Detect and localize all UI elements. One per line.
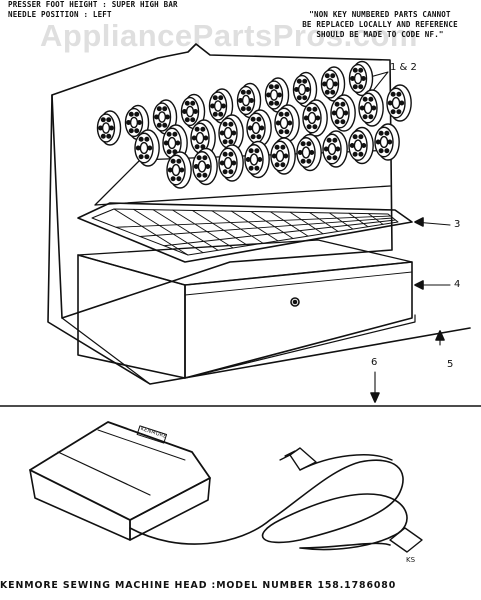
cam-disc xyxy=(348,126,374,165)
cam-disc xyxy=(244,140,270,179)
tray-divider xyxy=(211,210,264,244)
note-non-key-3: SHOULD BE MADE TO CODE NF." xyxy=(316,30,444,39)
cam-disc xyxy=(348,60,374,97)
note-needle-position: NEEDLE POSITION : LEFT xyxy=(8,10,112,19)
corner-mark: KS xyxy=(406,556,416,564)
box-knob xyxy=(290,297,300,307)
box-lid-seam xyxy=(184,271,413,296)
cam-disc xyxy=(296,133,322,172)
tray-divider xyxy=(270,211,309,237)
foot-control-side xyxy=(129,477,211,541)
cam-disc xyxy=(274,104,300,142)
case-floor-edge xyxy=(61,317,151,385)
foot-control-front xyxy=(29,469,131,541)
foot-control-top xyxy=(29,421,211,521)
power-cord xyxy=(129,459,408,551)
case-back-panel xyxy=(51,43,393,319)
callout-box: 4 xyxy=(454,279,461,290)
cam-disc xyxy=(218,144,244,182)
tray-divider xyxy=(250,211,294,239)
cam-disc xyxy=(322,130,348,168)
tray-divider xyxy=(230,210,279,242)
tray-divider xyxy=(348,212,369,228)
box-front xyxy=(77,254,186,379)
tray-divider xyxy=(309,212,339,232)
cord-plug xyxy=(289,447,317,471)
cam-disc xyxy=(330,94,356,132)
cam-disc xyxy=(236,82,262,119)
cam-disc xyxy=(246,109,272,147)
cam-disc xyxy=(152,99,178,135)
case-base-outline xyxy=(47,94,471,385)
cam-disc xyxy=(96,110,122,146)
tray-divider xyxy=(328,212,354,230)
model-caption: KENMORE SEWING MACHINE HEAD :MODEL NUMBE… xyxy=(0,580,397,591)
tray-divider xyxy=(115,215,391,228)
tray-outline xyxy=(77,202,413,263)
cam-disc xyxy=(292,71,318,108)
cam-disc xyxy=(358,89,384,127)
note-non-key-1: "NON KEY NUMBERED PARTS CANNOT xyxy=(309,10,451,19)
tray-divider xyxy=(113,208,189,256)
cam-disc xyxy=(218,114,244,152)
arrow-base xyxy=(435,330,445,341)
cam-disc xyxy=(270,137,296,175)
cam-disc xyxy=(134,129,160,167)
cam-disc xyxy=(208,88,234,124)
foot-control-badge xyxy=(136,425,168,444)
callout-cams: 1 & 2 xyxy=(390,62,417,73)
tray-divider xyxy=(139,217,394,237)
cam-disc xyxy=(374,123,400,161)
cam-disc xyxy=(192,147,218,186)
note-non-key-2: BE REPLACED LOCALLY AND REFERENCE xyxy=(302,20,458,29)
box-bottom-edge xyxy=(184,314,416,379)
callout-base: 5 xyxy=(447,359,454,370)
watermark: AppliancePartsPros.com xyxy=(40,18,418,53)
arrow-cord xyxy=(370,392,380,403)
tray-divider xyxy=(133,208,204,254)
tray-divider xyxy=(191,209,249,247)
arrow-tray xyxy=(414,217,424,227)
box-side xyxy=(184,261,413,379)
callout-cord: 6 xyxy=(371,357,378,368)
cam-disc xyxy=(302,99,328,137)
cord-connector xyxy=(389,527,423,553)
callout-tray: 3 xyxy=(454,219,461,230)
arrow-box xyxy=(414,280,424,290)
foot-control-ridge xyxy=(97,429,186,461)
note-presser-foot: PRESSER FOOT HEIGHT : SUPER HIGH BAR xyxy=(8,0,178,9)
tray-divider xyxy=(289,211,324,235)
tray-divider xyxy=(152,209,219,251)
cam-disc xyxy=(320,66,346,102)
cam-disc xyxy=(386,84,412,122)
cam-disc xyxy=(166,151,192,189)
tray-divider xyxy=(163,219,396,247)
tray-divider xyxy=(172,209,234,249)
foot-control-pedal-divide xyxy=(57,451,151,496)
cam-disc xyxy=(180,93,206,130)
cam-disc xyxy=(190,119,216,157)
